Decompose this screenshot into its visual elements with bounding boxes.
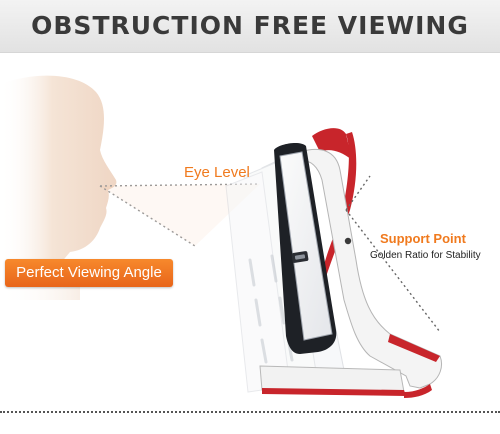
support-point-subtitle: Golden Ratio for Stability	[370, 250, 481, 261]
support-point-title: Support Point	[380, 231, 466, 246]
sight-lines	[99, 183, 261, 247]
title-banner: OBSTRUCTION FREE VIEWING	[0, 0, 500, 53]
view-cone	[100, 184, 260, 246]
phone-device	[274, 143, 337, 354]
phone-stand	[259, 128, 443, 398]
support-point	[344, 175, 441, 333]
bottom-divider	[0, 411, 500, 413]
support-point-dot	[344, 237, 352, 245]
banner-title: OBSTRUCTION FREE VIEWING	[31, 11, 469, 40]
viewing-angle-badge: Perfect Viewing Angle	[5, 259, 173, 287]
eye-level-label: Eye Level	[184, 164, 250, 181]
